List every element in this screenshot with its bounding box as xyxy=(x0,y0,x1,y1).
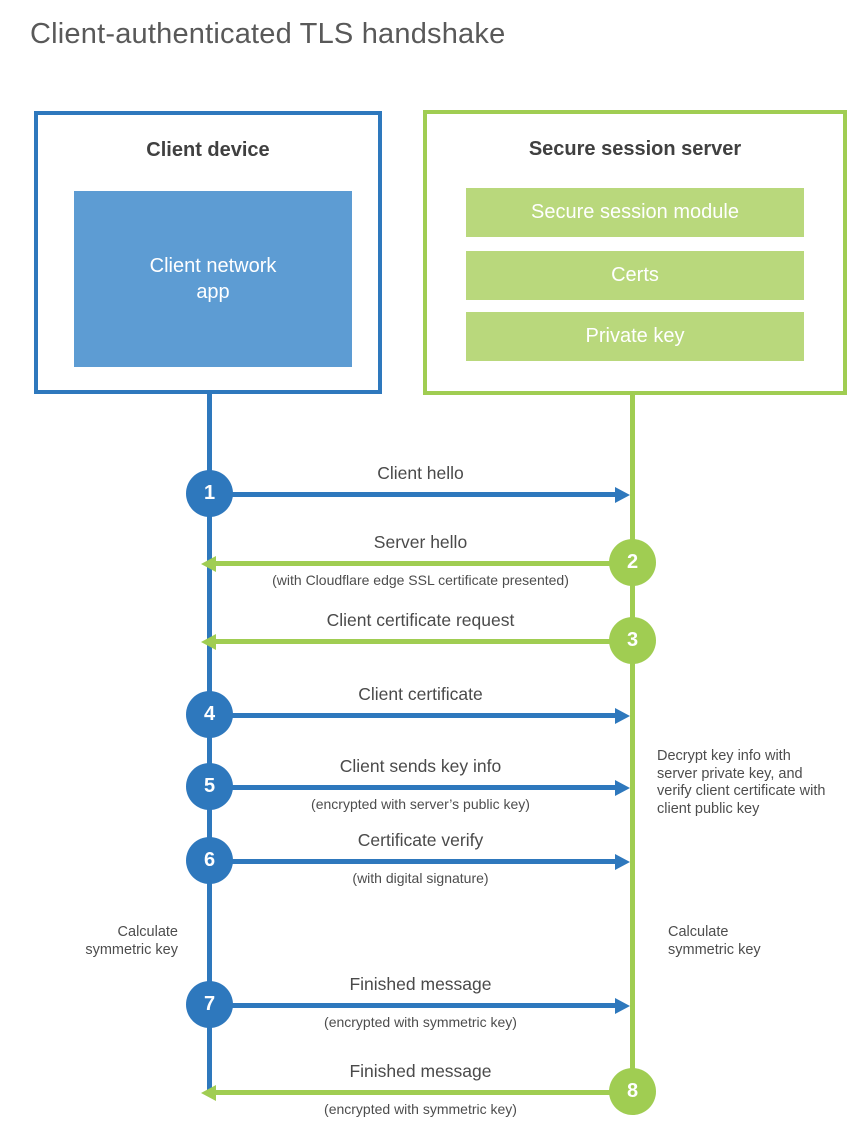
step-5-number: 5 xyxy=(203,775,216,797)
server-module-certs: Certs xyxy=(466,251,804,300)
secure-session-server-box: Secure session server Secure session mod… xyxy=(423,110,847,395)
step-1-badge: 1 xyxy=(186,470,233,517)
page-title: Client-authenticated TLS handshake xyxy=(30,18,506,50)
message-4-label: Client certificate xyxy=(358,684,483,704)
client-network-app-box: Client network app xyxy=(74,191,352,367)
step-3-badge: 3 xyxy=(609,617,656,664)
arrow-right-icon xyxy=(231,486,630,503)
message-1-label: Client hello xyxy=(377,463,464,483)
step-6-badge: 6 xyxy=(186,837,233,884)
message-6-label: Certificate verify xyxy=(357,830,484,850)
message-5-subtitle: (encrypted with server’s public key) xyxy=(311,796,530,812)
message-8-label: Finished message xyxy=(349,1061,492,1081)
client-network-app-label: Client network app xyxy=(149,255,277,303)
arrow-right-icon xyxy=(231,779,630,796)
message-3-label: Client certificate request xyxy=(326,610,515,630)
message-6-subtitle: (with digital signature) xyxy=(352,870,489,886)
message-2-subtitle: (with Cloudflare edge SSL certificate pr… xyxy=(272,572,569,588)
arrow-left-icon xyxy=(201,555,610,572)
step-2-badge: 2 xyxy=(609,539,656,586)
message-7-label: Finished message xyxy=(349,974,492,994)
server-module-secure-session: Secure session module xyxy=(466,188,804,237)
server-box-title: Secure session server xyxy=(528,138,742,160)
arrow-right-icon xyxy=(231,997,630,1014)
arrow-left-icon xyxy=(201,633,610,650)
step-8-number: 8 xyxy=(626,1080,639,1102)
decrypt-key-info-note: Decrypt key info with server private key… xyxy=(657,748,826,817)
step-5-badge: 5 xyxy=(186,763,233,810)
step-3-number: 3 xyxy=(626,629,639,651)
server-lifeline xyxy=(630,395,635,1092)
step-6-number: 6 xyxy=(203,849,216,871)
arrow-right-icon xyxy=(231,707,630,724)
message-5-label: Client sends key info xyxy=(339,756,502,776)
step-8-badge: 8 xyxy=(609,1068,656,1115)
server-module-private-key: Private key xyxy=(466,312,804,361)
message-2-label: Server hello xyxy=(373,532,468,552)
step-4-badge: 4 xyxy=(186,691,233,738)
step-7-badge: 7 xyxy=(186,981,233,1028)
calculate-symmetric-key-note-server: Calculate symmetric key xyxy=(668,924,761,958)
message-7-subtitle: (encrypted with symmetric key) xyxy=(324,1014,517,1030)
arrow-right-icon xyxy=(231,853,630,870)
step-7-number: 7 xyxy=(203,993,216,1015)
step-4-number: 4 xyxy=(203,703,216,725)
calculate-symmetric-key-note-client: Calculate symmetric key xyxy=(85,924,178,958)
client-device-title: Client device xyxy=(146,139,270,161)
client-lifeline xyxy=(207,394,212,1094)
client-device-box: Client device Client network app xyxy=(34,111,382,394)
arrow-left-icon xyxy=(201,1084,610,1101)
step-1-number: 1 xyxy=(203,482,216,504)
step-2-number: 2 xyxy=(626,551,639,573)
message-8-subtitle: (encrypted with symmetric key) xyxy=(324,1101,517,1117)
